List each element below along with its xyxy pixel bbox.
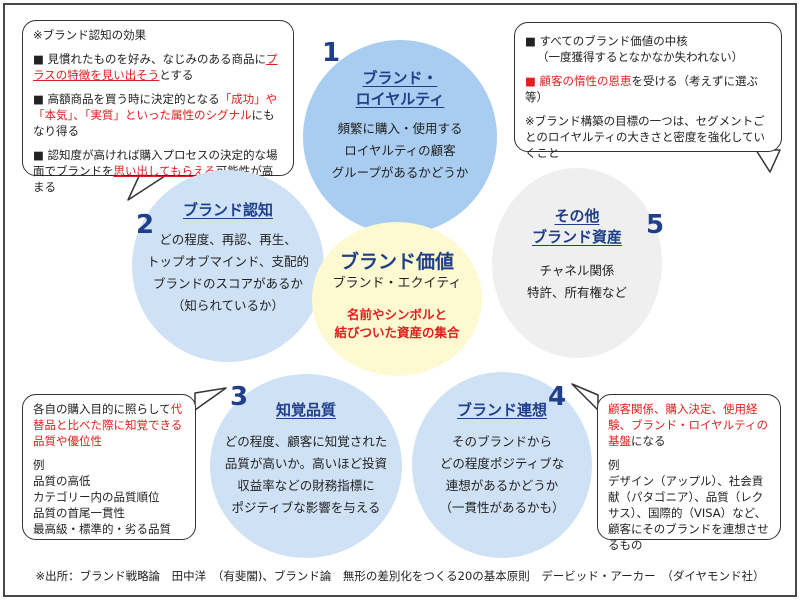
node-title: その他 — [554, 207, 600, 225]
source-footnote: ※出所：ブランド戦略論 田中洋 （有斐閣)、ブランド論 無形の差別化をつくる20… — [35, 569, 765, 583]
node-desc: ポジティブな影響を与える — [231, 500, 381, 515]
node-desc: どの程度、再認、再生、 — [159, 232, 297, 247]
callout-example-item: 品質の高低 — [33, 474, 91, 488]
node-number-1: 1 — [322, 38, 341, 68]
node-desc: 連想があるかどうか — [445, 478, 559, 493]
callout-point-1: ■ 見慣れたものを好み、なじみのある商品にプラスの特徴を見い出そうとする — [33, 52, 278, 82]
callout-example-item: 最高級・標準的・劣る品質 — [33, 522, 171, 536]
node-desc: 頻繁に購入・使用する — [337, 121, 463, 136]
node-title: ロイヤルティ — [355, 90, 445, 108]
callout-point-2: ■ 顧客の惰性の恩恵を受ける（考えずに選ぶ等） — [525, 74, 759, 104]
node-desc: グループがあるかどうか — [331, 165, 469, 180]
node-number-5: 5 — [646, 210, 665, 240]
node-desc: ブランドのスコアがあるか — [152, 276, 303, 291]
node-number-4: 4 — [548, 382, 567, 412]
node-desc: トップオブマインド、支配的 — [146, 254, 309, 269]
callout-definition: 各自の購入目的に照らして代替品と比べた際に知覚できる品質や優位性 — [33, 402, 183, 448]
node-brand-association: ブランド連想 そのブランドから どの程度ポジティブな 連想があるかどうか （一貫… — [412, 372, 592, 558]
node-desc: チャネル関係 — [539, 263, 615, 278]
node-desc: 品質が高いか。高いほど投資 — [224, 456, 388, 471]
callout-brand-loyalty: ■ すべてのブランド価値の中核（一度獲得するとなかなか失われない） ■ 顧客の惰… — [514, 22, 782, 160]
node-brand-value: ブランド価値 ブランド・エクイティ 名前やシンボルと 結びついた資産の集合 — [312, 222, 482, 376]
callout-example-label: 例 — [608, 458, 620, 472]
callout-point-3: ※ブランド構築の目標の一つは、セグメントごとのロイヤルティの大きさと密度を強化し… — [525, 114, 766, 160]
callout-brand-association: 顧客関係、購入決定、使用経験、ブランド・ロイヤルティの基盤になる 例 デザイン（… — [597, 394, 781, 552]
slide-frame — [3, 3, 797, 597]
node-desc: （知られているか） — [171, 298, 285, 313]
node-number-2: 2 — [136, 210, 155, 240]
center-note: 結びついた資産の集合 — [334, 325, 460, 340]
node-title: ブランド認知 — [182, 201, 273, 219]
node-title: ブランド資産 — [531, 228, 622, 246]
node-number-3: 3 — [230, 382, 249, 412]
node-desc: （一貫性があるかも） — [439, 500, 565, 515]
node-desc: そのブランドから — [451, 434, 552, 449]
node-title: ブランド・ — [362, 69, 438, 87]
center-subtitle: ブランド・エクイティ — [332, 276, 462, 291]
node-desc: どの程度ポジティブな — [439, 456, 565, 471]
center-title: ブランド価値 — [339, 251, 454, 273]
node-other-brand-assets: その他 ブランド資産 チャネル関係 特許、所有権など — [492, 168, 662, 358]
center-note: 名前やシンボルと — [346, 307, 447, 322]
node-desc: どの程度、顧客に知覚された — [224, 434, 388, 449]
callout-point-2: ■ 高額商品を買う時に決定的となる「成功」や「本気」、「実質」といった属性のシグ… — [33, 92, 278, 138]
callout-example-body: デザイン（アップル）、社会貢献（パタゴニア）、品質（レクサス）、国際的（VISA… — [608, 474, 769, 552]
node-desc: 特許、所有権など — [526, 285, 627, 300]
callout-point-1: ■ すべてのブランド価値の中核（一度獲得するとなかなか失われない） — [525, 34, 744, 64]
node-brand-awareness: ブランド認知 どの程度、再認、再生、 トップオブマインド、支配的 ブランドのスコ… — [132, 170, 324, 362]
node-perceived-quality: 知覚品質 どの程度、顧客に知覚された 品質が高いか。高いほど投資 収益率などの財… — [210, 374, 402, 558]
callout-perceived-quality: 各自の購入目的に照らして代替品と比べた際に知覚できる品質や優位性 例 品質の高低… — [22, 394, 196, 540]
callout-brand-awareness-effects: ※ブランド認知の効果 ■ 見慣れたものを好み、なじみのある商品にプラスの特徴を見… — [22, 20, 294, 194]
callout-definition: 顧客関係、購入決定、使用経験、ブランド・ロイヤルティの基盤になる — [608, 402, 768, 448]
callout-example-item: カテゴリー内の品質順位 — [33, 490, 160, 504]
node-title: ブランド連想 — [456, 401, 547, 419]
node-desc: 収益率などの財務指標に — [237, 478, 375, 493]
callout-heading: ※ブランド認知の効果 — [33, 28, 147, 42]
node-brand-loyalty: ブランド・ ロイヤルティ 頻繁に購入・使用する ロイヤルティの顧客 グループがあ… — [303, 40, 497, 234]
node-title: 知覚品質 — [275, 401, 336, 419]
node-desc: ロイヤルティの顧客 — [344, 143, 456, 158]
callout-example-label: 例 — [33, 458, 45, 472]
callout-example-item: 品質の首尾一貫性 — [33, 506, 125, 520]
